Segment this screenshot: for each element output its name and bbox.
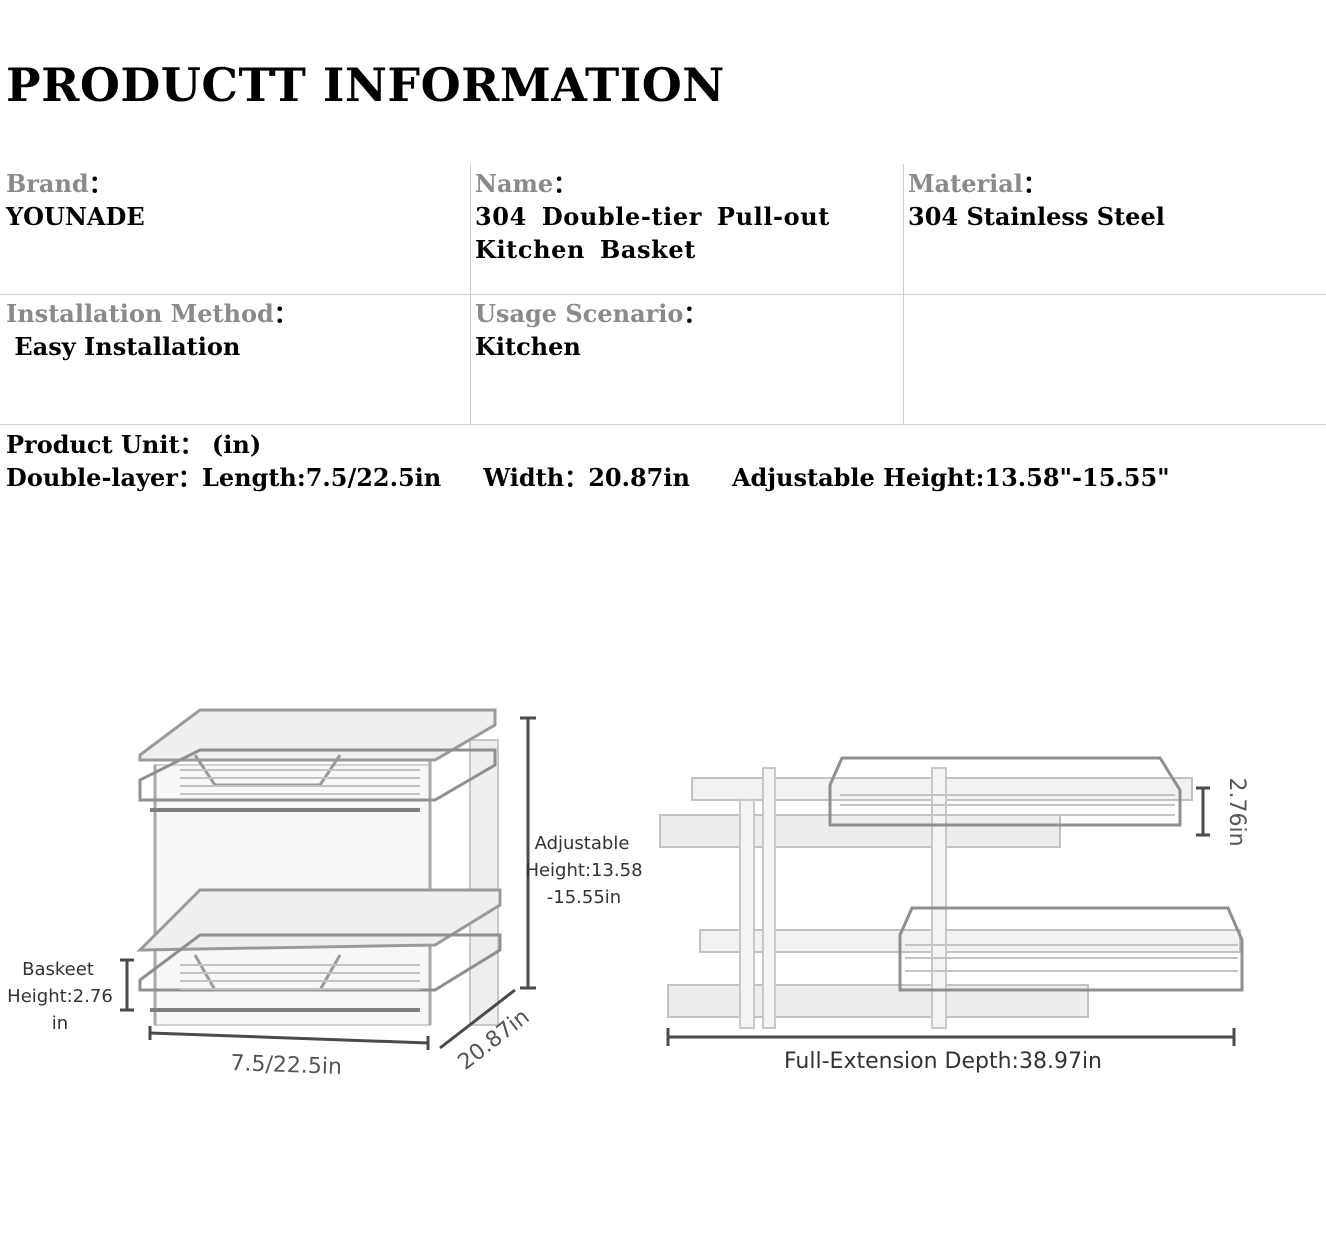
- spec-cell-usage: Usage Scenario： Kitchen: [469, 294, 903, 367]
- colon: ：: [273, 299, 298, 328]
- colon: ：: [88, 169, 113, 198]
- adjustable-height-label: Height:13.58: [525, 860, 642, 881]
- product-dimension-diagram: Adjustable Height:13.58 -15.55in Baskeet…: [7, 708, 1249, 1080]
- adjustable-height-label: Adjustable: [535, 833, 630, 854]
- name-value: 304 Double-tier Pull-out Kitchen Basket: [475, 202, 830, 264]
- dimension-lines-left: [120, 716, 536, 1050]
- name-label: Name: [475, 169, 554, 198]
- width-summary: Width：20.87in: [483, 463, 690, 492]
- material-label: Material: [908, 169, 1023, 198]
- spec-cell-material: Material： 304 Stainless Steel: [902, 164, 1326, 237]
- length-dimension-label: 7.5/22.5in: [230, 1051, 342, 1080]
- usage-label: Usage Scenario: [475, 299, 684, 328]
- material-value: 304 Stainless Steel: [908, 202, 1165, 231]
- divider: [0, 294, 1326, 295]
- tier-height-label: 2.76in: [1224, 777, 1249, 846]
- height-summary: Adjustable Height:13.58"-15.55": [731, 463, 1170, 492]
- basket-height-label: Height:2.76: [7, 986, 113, 1007]
- adjustable-height-label: -15.55in: [547, 887, 621, 908]
- usage-value: Kitchen: [475, 332, 581, 361]
- spec-cell-installation: Installation Method： Easy Installation: [0, 294, 470, 367]
- colon: ：: [683, 299, 708, 328]
- spec-cell-name: Name： 304 Double-tier Pull-out Kitchen B…: [469, 164, 849, 270]
- colon: ：: [1022, 169, 1047, 198]
- spec-cell-brand: Brand： YOUNADE: [0, 164, 470, 237]
- full-extension-depth-label: Full-Extension Depth:38.97in: [784, 1049, 1102, 1074]
- dimension-summary-line: Double-layer：Length:7.5/22.5in Width：20.8…: [6, 461, 1170, 494]
- spec-table: Brand： YOUNADE Name： 304 Double-tier Pul…: [0, 164, 1326, 425]
- dimension-lines-right: [666, 786, 1236, 1046]
- basket-height-label: in: [52, 1013, 68, 1034]
- brand-value: YOUNADE: [6, 202, 145, 231]
- basket-height-label: Baskeet: [22, 959, 94, 980]
- length-summary: Length:7.5/22.5in: [201, 463, 442, 492]
- divider: [0, 424, 1326, 425]
- installation-value: Easy Installation: [6, 332, 241, 361]
- product-unit-line: Product Unit： (in): [6, 430, 262, 459]
- colon: ：: [553, 169, 578, 198]
- product-unit-block: Product Unit： (in) Double-layer：Length:7…: [6, 428, 1170, 494]
- basket-side-view: [659, 756, 1244, 1029]
- brand-label: Brand: [6, 169, 89, 198]
- page-title: PRODUCTT INFORMATION: [6, 58, 725, 112]
- basket-front-view: [136, 708, 502, 1026]
- installation-label: Installation Method: [6, 299, 274, 328]
- double-layer-label: Double-layer：: [6, 463, 202, 492]
